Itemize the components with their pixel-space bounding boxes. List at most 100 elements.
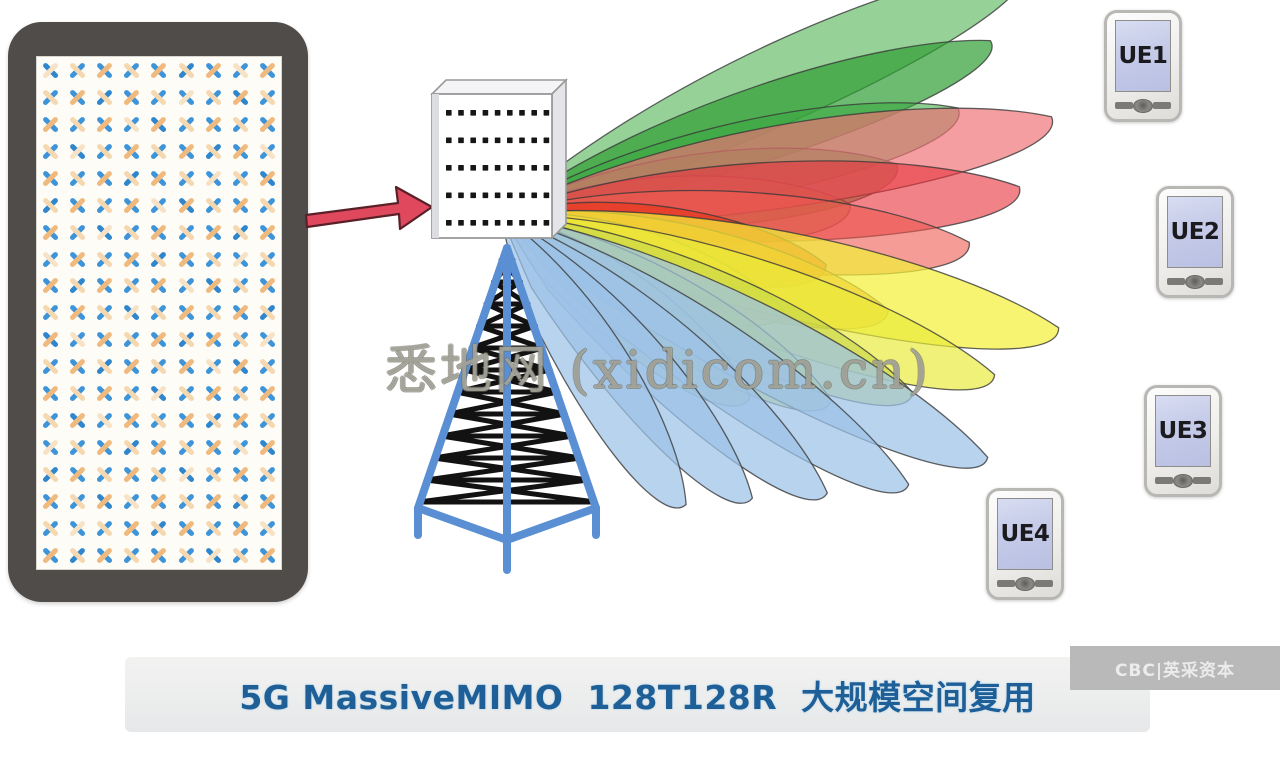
antenna-element bbox=[173, 515, 200, 542]
ue-screen: UE4 bbox=[997, 498, 1053, 570]
antenna-element bbox=[37, 488, 64, 515]
caption-bar: 5G MassiveMIMO 128T128R 大规模空间复用 bbox=[125, 657, 1150, 732]
ue-softkey-left bbox=[1155, 477, 1173, 484]
antenna-element bbox=[91, 515, 118, 542]
antenna-element bbox=[118, 219, 145, 246]
antenna-element bbox=[145, 407, 172, 434]
antenna-element bbox=[145, 515, 172, 542]
antenna-element bbox=[173, 300, 200, 327]
antenna-element bbox=[118, 246, 145, 273]
antenna-element bbox=[254, 219, 281, 246]
antenna-element bbox=[64, 434, 91, 461]
antenna-element bbox=[64, 380, 91, 407]
ue-label: UE1 bbox=[1118, 42, 1168, 69]
ue-body: UE4 bbox=[986, 488, 1064, 600]
antenna-element bbox=[200, 219, 227, 246]
antenna-element bbox=[227, 300, 254, 327]
antenna-element bbox=[64, 515, 91, 542]
antenna-element bbox=[145, 219, 172, 246]
antenna-element bbox=[118, 138, 145, 165]
antenna-element bbox=[200, 246, 227, 273]
antenna-element bbox=[200, 488, 227, 515]
antenna-element bbox=[118, 488, 145, 515]
antenna-element bbox=[145, 246, 172, 273]
antenna-element-grid bbox=[37, 57, 281, 569]
antenna-element bbox=[145, 57, 172, 84]
antenna-element bbox=[91, 488, 118, 515]
antenna-element bbox=[254, 542, 281, 569]
antenna-element bbox=[227, 111, 254, 138]
antenna-element bbox=[200, 192, 227, 219]
antenna-element bbox=[254, 515, 281, 542]
antenna-element bbox=[200, 300, 227, 327]
antenna-element bbox=[200, 380, 227, 407]
antenna-element bbox=[254, 407, 281, 434]
antenna-element bbox=[227, 192, 254, 219]
antenna-element bbox=[64, 84, 91, 111]
antenna-element bbox=[145, 488, 172, 515]
antenna-element bbox=[145, 84, 172, 111]
antenna-element bbox=[118, 407, 145, 434]
antenna-element bbox=[64, 111, 91, 138]
ue-device-3[interactable]: UE3 bbox=[1144, 385, 1222, 497]
antenna-element bbox=[227, 138, 254, 165]
antenna-element bbox=[91, 353, 118, 380]
antenna-element bbox=[91, 192, 118, 219]
ue-device-1[interactable]: UE1 bbox=[1104, 10, 1182, 122]
antenna-element bbox=[118, 165, 145, 192]
antenna-element bbox=[91, 407, 118, 434]
cbc-logo-badge: CBC|英采资本 bbox=[1070, 646, 1280, 690]
antenna-element bbox=[91, 138, 118, 165]
antenna-element bbox=[254, 380, 281, 407]
antenna-front-panel-box bbox=[430, 78, 568, 240]
antenna-element bbox=[145, 434, 172, 461]
antenna-element bbox=[145, 353, 172, 380]
antenna-element bbox=[37, 300, 64, 327]
ue-device-2[interactable]: UE2 bbox=[1156, 186, 1234, 298]
antenna-element bbox=[173, 84, 200, 111]
antenna-element bbox=[254, 434, 281, 461]
antenna-element bbox=[118, 300, 145, 327]
ue-device-4[interactable]: UE4 bbox=[986, 488, 1064, 600]
ue-screen: UE3 bbox=[1155, 395, 1211, 467]
antenna-element bbox=[118, 84, 145, 111]
antenna-element bbox=[254, 461, 281, 488]
ue-keypad bbox=[1115, 98, 1171, 113]
antenna-element bbox=[145, 192, 172, 219]
antenna-element bbox=[64, 138, 91, 165]
antenna-element bbox=[91, 273, 118, 300]
antenna-element bbox=[118, 192, 145, 219]
ue-navpad-icon bbox=[1132, 98, 1154, 113]
antenna-element bbox=[227, 434, 254, 461]
caption-text: 5G MassiveMIMO 128T128R 大规模空间复用 bbox=[239, 677, 1036, 717]
antenna-element bbox=[173, 434, 200, 461]
antenna-element bbox=[37, 273, 64, 300]
antenna-array-panel bbox=[8, 22, 308, 602]
antenna-element bbox=[37, 380, 64, 407]
antenna-element bbox=[64, 192, 91, 219]
antenna-element bbox=[173, 326, 200, 353]
antenna-element bbox=[91, 461, 118, 488]
antenna-element bbox=[64, 246, 91, 273]
antenna-element bbox=[118, 542, 145, 569]
antenna-element bbox=[227, 488, 254, 515]
antenna-element bbox=[37, 246, 64, 273]
antenna-element bbox=[145, 380, 172, 407]
antenna-element bbox=[173, 246, 200, 273]
antenna-element bbox=[254, 326, 281, 353]
ue-softkey-right bbox=[1035, 580, 1053, 587]
antenna-element bbox=[200, 461, 227, 488]
antenna-element bbox=[37, 353, 64, 380]
antenna-element bbox=[254, 353, 281, 380]
ue-softkey-right bbox=[1193, 477, 1211, 484]
antenna-element bbox=[37, 192, 64, 219]
antenna-element bbox=[254, 84, 281, 111]
antenna-element bbox=[254, 192, 281, 219]
antenna-element bbox=[118, 273, 145, 300]
antenna-element bbox=[37, 57, 64, 84]
antenna-element bbox=[118, 434, 145, 461]
ue-body: UE3 bbox=[1144, 385, 1222, 497]
antenna-element bbox=[227, 57, 254, 84]
antenna-element bbox=[91, 246, 118, 273]
antenna-element bbox=[173, 138, 200, 165]
